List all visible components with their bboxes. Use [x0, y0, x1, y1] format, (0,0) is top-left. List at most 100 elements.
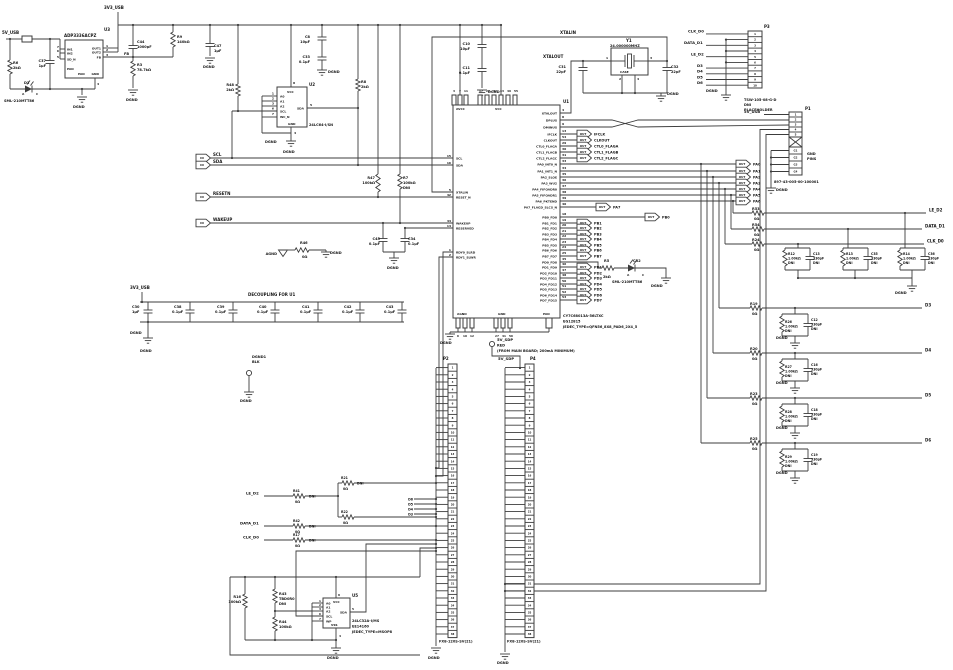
junction-dot: [724, 61, 728, 64]
test-point: [488, 340, 496, 348]
pin-number: 15: [528, 467, 532, 471]
schematic-label: TBD0R0: [279, 597, 295, 601]
schematic-label: 1000pF: [137, 45, 152, 49]
schematic-label: PAD: [78, 72, 85, 76]
pin-number: G4: [794, 170, 798, 174]
schematic-label: A1: [280, 100, 284, 104]
schematic-label: D3: [925, 303, 931, 308]
junction-dot: [230, 156, 234, 160]
pin-number: 24: [451, 531, 455, 535]
net-flag-direction: OUT: [739, 199, 746, 203]
schematic-label: CTL0_FLAGA: [594, 145, 619, 149]
crystal-glyph: [627, 53, 632, 69]
schematic-label: 330pF: [811, 368, 822, 372]
schematic-label: 3: [319, 607, 321, 611]
wire: [749, 439, 763, 447]
wire: [749, 304, 763, 312]
schematic-label: DNI: [785, 419, 792, 423]
wire: [129, 60, 137, 77]
net-flag-direction: OUT: [580, 237, 587, 241]
pin-number: 5: [452, 395, 454, 399]
pin-number: 29: [451, 567, 455, 571]
schematic-label: PD1_FD9: [542, 266, 557, 270]
schematic-label: PD3: [594, 277, 602, 281]
schematic-label: SCL: [456, 157, 462, 161]
schematic-label: PB4_FD4: [542, 238, 557, 242]
schematic-label: DNI: [928, 261, 935, 265]
schematic-label: 330pF: [928, 257, 939, 261]
pin-number: 32: [451, 589, 455, 593]
wire: [341, 513, 355, 521]
net-flag: [644, 212, 661, 222]
component-box: [493, 317, 499, 329]
schematic-label: 51: [562, 284, 566, 288]
schematic-label: 100kΩ: [362, 181, 375, 185]
schematic-label: 10µF: [300, 40, 310, 44]
pin-number: 28: [451, 560, 455, 564]
schematic-label: 8: [562, 115, 564, 119]
schematic-label: CTL0_FLAGA: [536, 145, 557, 149]
net-flag-direction: OUT: [739, 187, 746, 191]
schematic-label: WAKEUP: [456, 222, 471, 226]
wire: [169, 31, 177, 48]
schematic-label: PD3_FD11: [540, 277, 557, 281]
schematic-label: 2: [619, 77, 621, 81]
wire: [749, 394, 763, 402]
junction-dot: [48, 37, 52, 41]
pin-number: 19: [451, 495, 455, 499]
schematic-label: VCC: [333, 600, 341, 604]
schematic-label: 33: [562, 159, 566, 163]
schematic-label: 6: [57, 49, 59, 53]
schematic-label: PA4_FIFOADR0: [532, 188, 557, 192]
schematic-label: R41: [293, 489, 300, 493]
schematic-label: 100kΩ: [279, 625, 292, 629]
component-box: [455, 317, 461, 329]
schematic-label: PB0_FD0: [542, 216, 557, 220]
schematic-label: C10: [463, 42, 471, 46]
schematic-label: 53: [562, 295, 566, 299]
schematic-label: PA5_FIFOADR1: [532, 194, 557, 198]
schematic-label: 49: [507, 89, 511, 93]
schematic-label: PA4: [753, 188, 761, 192]
schematic-label: PA1_INT1_N: [537, 170, 557, 174]
schematic-label: U3: [104, 27, 110, 32]
component-box: [545, 317, 553, 329]
junction-dot: [705, 169, 709, 173]
net-flag-direction: OUT: [580, 287, 587, 291]
schematic-label: PB5: [594, 244, 602, 248]
schematic-label: C40: [259, 305, 267, 309]
component-box: [457, 94, 463, 106]
schematic-label: 5: [57, 55, 59, 59]
net-flag: [195, 218, 212, 228]
schematic-label: PINS: [807, 157, 817, 161]
net-flag-direction: OUT: [580, 156, 587, 160]
wire: [751, 240, 765, 248]
led-diode-icon: [628, 264, 635, 272]
overlay-layer: ININININOUTOUTOUTOUTOUTOUTOUTOUTOUTOUTOU…: [195, 53, 803, 305]
junction-dot: [434, 507, 438, 511]
schematic-label: PA7_FLAGD_SLCS_N: [524, 206, 558, 210]
symbols-layer: [6, 31, 930, 660]
junction-dot: [723, 187, 727, 191]
junction-dot: [208, 23, 212, 27]
junction-dot: [376, 23, 380, 27]
pin-number: 2: [452, 373, 454, 377]
schematic-label: CASE: [620, 70, 629, 74]
schematic-label: 6: [457, 334, 459, 338]
wire: [560, 119, 789, 128]
wire: [234, 83, 242, 97]
schematic-label: DNI: [785, 329, 792, 333]
schematic-label: FX8-120S-SV(21): [507, 640, 541, 644]
junction-dot: [8, 37, 12, 41]
led-diode-icon: [25, 85, 32, 93]
schematic-label: BLK: [252, 360, 260, 364]
schematic-label: 0Ω: [295, 500, 300, 504]
wire: [6, 59, 14, 75]
junction-dot: [499, 23, 503, 27]
schematic-label: D5: [925, 393, 931, 398]
schematic-label: PA7: [613, 206, 621, 210]
junction-dot: [398, 221, 402, 225]
schematic-label: C39: [217, 305, 225, 309]
schematic-label: 0.1µF: [257, 310, 269, 314]
